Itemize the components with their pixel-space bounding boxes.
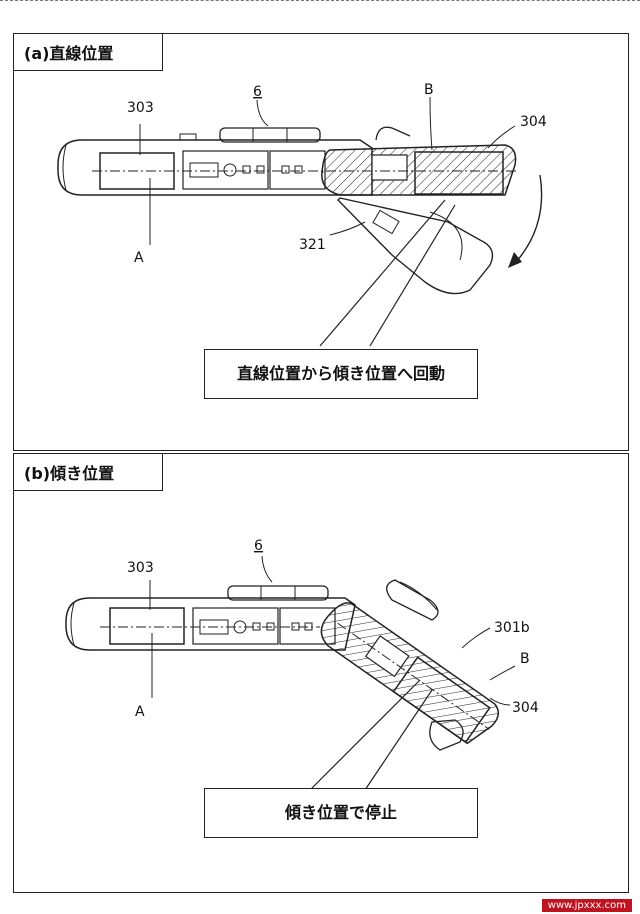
label-A-b: A: [135, 704, 145, 720]
top-border-line: [0, 0, 640, 3]
panel-straight-position: (a)直線位置 直線位置から傾き位置へ回動: [13, 33, 629, 451]
label-A-a: A: [134, 250, 144, 266]
grip-a: [337, 197, 494, 295]
device-body-a: [57, 139, 373, 196]
component-303-b: [109, 607, 185, 645]
label-303-b: 303: [127, 560, 154, 576]
top-buttons-a: [219, 127, 321, 143]
knob-b: [386, 579, 439, 621]
label-303-a: 303: [127, 100, 154, 116]
rotating-part-304-a: [321, 144, 517, 196]
label-321-a: 321: [299, 237, 326, 253]
top-buttons-b: [227, 585, 329, 601]
panel-b-title: (b)傾き位置: [13, 453, 163, 491]
label-304-b: 304: [512, 700, 539, 716]
label-B-a: B: [424, 82, 434, 98]
device-straight-position: [57, 96, 543, 347]
panel-a-caption: 直線位置から傾き位置へ回動: [204, 349, 478, 399]
watermark-badge: www.jpxxx.com: [541, 899, 632, 912]
label-6-a: 6: [253, 84, 262, 100]
label-301b-b: 301b: [494, 620, 530, 636]
rotation-arrow-a: [515, 174, 543, 263]
label-B-b: B: [520, 651, 530, 667]
label-6-b: 6: [254, 538, 263, 554]
panel-a-title: (a)直線位置: [13, 33, 163, 71]
rotating-part-304-b: [320, 602, 500, 745]
label-304-a: 304: [520, 114, 547, 130]
device-tilted-position: [65, 555, 516, 791]
device-body-b: [65, 597, 356, 651]
panel-tilted-position: (b)傾き位置 傾き位置で停止: [13, 453, 629, 893]
panel-b-caption: 傾き位置で停止: [204, 788, 478, 838]
